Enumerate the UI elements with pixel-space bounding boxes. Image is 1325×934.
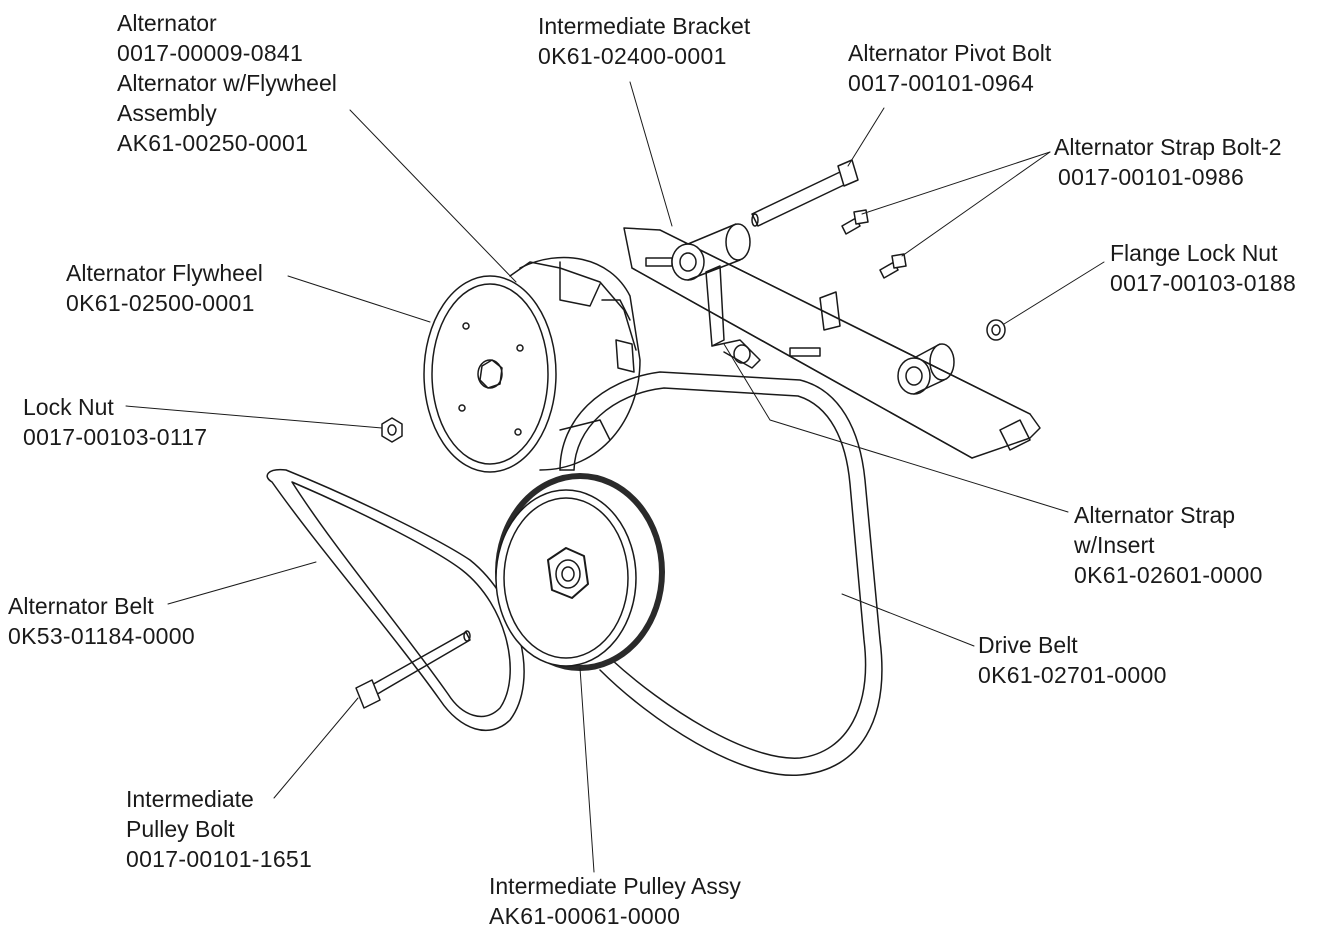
alternator-belt-drawing xyxy=(266,468,525,731)
callout-alternator-belt: Alternator Belt 0K53-01184-0000 xyxy=(8,591,195,651)
callout-alternator-flywheel-part: 0K61-02500-0001 xyxy=(66,290,255,316)
callout-alternator-assembly-name-cont: Assembly xyxy=(117,100,217,126)
alternator-strap-drawing xyxy=(705,265,761,369)
callout-alternator-strap-bolt-part: 0017-00101-0986 xyxy=(1058,164,1245,190)
callout-intermediate-pulley-assy-name: Intermediate Pulley Assy xyxy=(489,873,741,899)
callout-alternator-pivot-bolt-part: 0017-00101-0964 xyxy=(848,70,1035,96)
callout-lock-nut-part: 0017-00103-0117 xyxy=(23,424,208,450)
callout-intermediate-pulley-bolt: Intermediate Pulley Bolt 0017-00101-1651 xyxy=(126,784,312,874)
callout-intermediate-bracket-name: Intermediate Bracket xyxy=(538,13,751,39)
lock-nut-drawing xyxy=(381,417,403,443)
callout-alternator-part: 0017-00009-0841 xyxy=(117,40,304,66)
callout-intermediate-pulley-assy-part: AK61-00061-0000 xyxy=(489,903,681,929)
callout-alternator-pivot-bolt: Alternator Pivot Bolt 0017-00101-0964 xyxy=(848,38,1051,98)
callout-intermediate-pulley-bolt-name: Intermediate xyxy=(126,786,254,812)
callout-lock-nut: Lock Nut 0017-00103-0117 xyxy=(23,392,207,452)
callout-intermediate-pulley-bolt-part: 0017-00101-1651 xyxy=(126,846,313,872)
intermediate-bracket-drawing xyxy=(623,223,1041,459)
alternator-strap-bolts-drawing xyxy=(841,209,907,279)
callout-alternator-strap: Alternator Strap w/Insert 0K61-02601-000… xyxy=(1074,500,1263,590)
callout-alternator-flywheel-name: Alternator Flywheel xyxy=(66,260,263,286)
callout-drive-belt-name: Drive Belt xyxy=(978,632,1078,658)
callout-flange-lock-nut: Flange Lock Nut 0017-00103-0188 xyxy=(1110,238,1296,298)
callout-intermediate-pulley-assy: Intermediate Pulley Assy AK61-00061-0000 xyxy=(489,871,741,931)
callout-alternator-strap-name: Alternator Strap xyxy=(1074,502,1236,528)
callout-alternator-flywheel: Alternator Flywheel 0K61-02500-0001 xyxy=(66,258,263,318)
drive-belt-drawing xyxy=(559,371,883,776)
callout-intermediate-bracket: Intermediate Bracket 0K61-02400-0001 xyxy=(538,11,750,71)
callout-alternator-belt-name: Alternator Belt xyxy=(8,593,154,619)
callout-alternator-strap-name-cont: w/Insert xyxy=(1074,532,1155,558)
callout-alternator-assembly-name: Alternator w/Flywheel xyxy=(117,70,337,96)
leader-lines xyxy=(125,81,1105,873)
callout-alternator-strap-part: 0K61-02601-0000 xyxy=(1074,562,1263,588)
callout-drive-belt: Drive Belt 0K61-02701-0000 xyxy=(978,630,1167,690)
callout-intermediate-bracket-part: 0K61-02400-0001 xyxy=(538,43,727,69)
callout-flange-lock-nut-name: Flange Lock Nut xyxy=(1110,240,1278,266)
intermediate-pulley-bolt-drawing xyxy=(355,630,471,709)
callout-lock-nut-name: Lock Nut xyxy=(23,394,114,420)
callout-alternator-pivot-bolt-name: Alternator Pivot Bolt xyxy=(848,40,1052,66)
intermediate-pulley-drawing xyxy=(495,473,665,671)
callout-alternator-strap-bolt: Alternator Strap Bolt-2 0017-00101-0986 xyxy=(1054,132,1282,192)
callout-intermediate-pulley-bolt-name-cont: Pulley Bolt xyxy=(126,816,235,842)
callout-alternator-belt-part: 0K53-01184-0000 xyxy=(8,623,195,649)
callout-alternator-name: Alternator xyxy=(117,10,217,36)
alternator-flywheel-drawing xyxy=(423,256,641,473)
callout-alternator-strap-bolt-name: Alternator Strap Bolt-2 xyxy=(1054,134,1282,160)
callout-alternator-assembly-part: AK61-00250-0001 xyxy=(117,130,309,156)
callout-flange-lock-nut-part: 0017-00103-0188 xyxy=(1110,270,1297,296)
callout-drive-belt-part: 0K61-02701-0000 xyxy=(978,662,1167,688)
flange-lock-nut-drawing xyxy=(986,319,1006,341)
callout-alternator: Alternator 0017-00009-0841 Alternator w/… xyxy=(117,8,337,158)
alternator-pivot-bolt-drawing xyxy=(751,159,859,227)
